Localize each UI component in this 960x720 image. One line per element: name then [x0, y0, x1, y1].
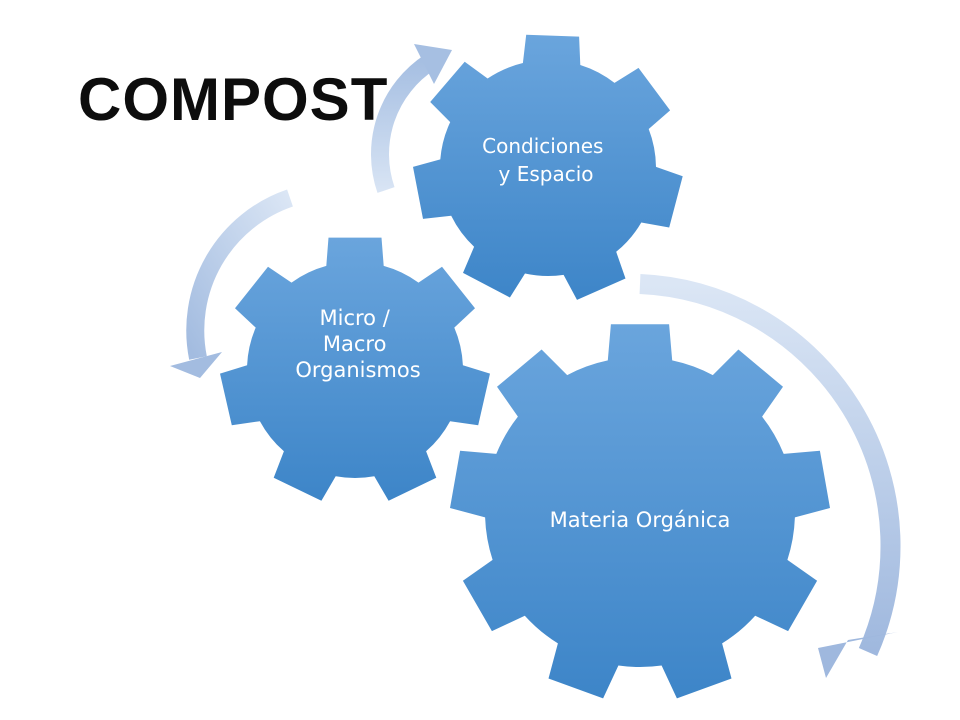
gear-micro-macro-organismos: Micro / Macro Organismos — [220, 237, 490, 501]
arrow-left-cycle — [170, 189, 294, 378]
arrow-top-cycle — [371, 44, 452, 193]
arrow-large-cycle — [639, 274, 901, 678]
arrow-head-top — [414, 44, 452, 84]
gear-materia-organica: Materia Orgánica — [450, 324, 830, 699]
gear-label-materia-organica: Materia Orgánica — [550, 508, 731, 532]
arrow-head-large — [818, 632, 898, 678]
gear-label-micro-macro-organismos: Micro / Macro Organismos — [295, 306, 420, 382]
gear-condiciones-espacio: Condiciones y Espacio — [413, 34, 683, 300]
diagram-title: COMPOST — [78, 66, 389, 133]
arrow-head-left — [170, 352, 222, 378]
gear-label-condiciones-espacio: Condiciones y Espacio — [482, 134, 610, 186]
